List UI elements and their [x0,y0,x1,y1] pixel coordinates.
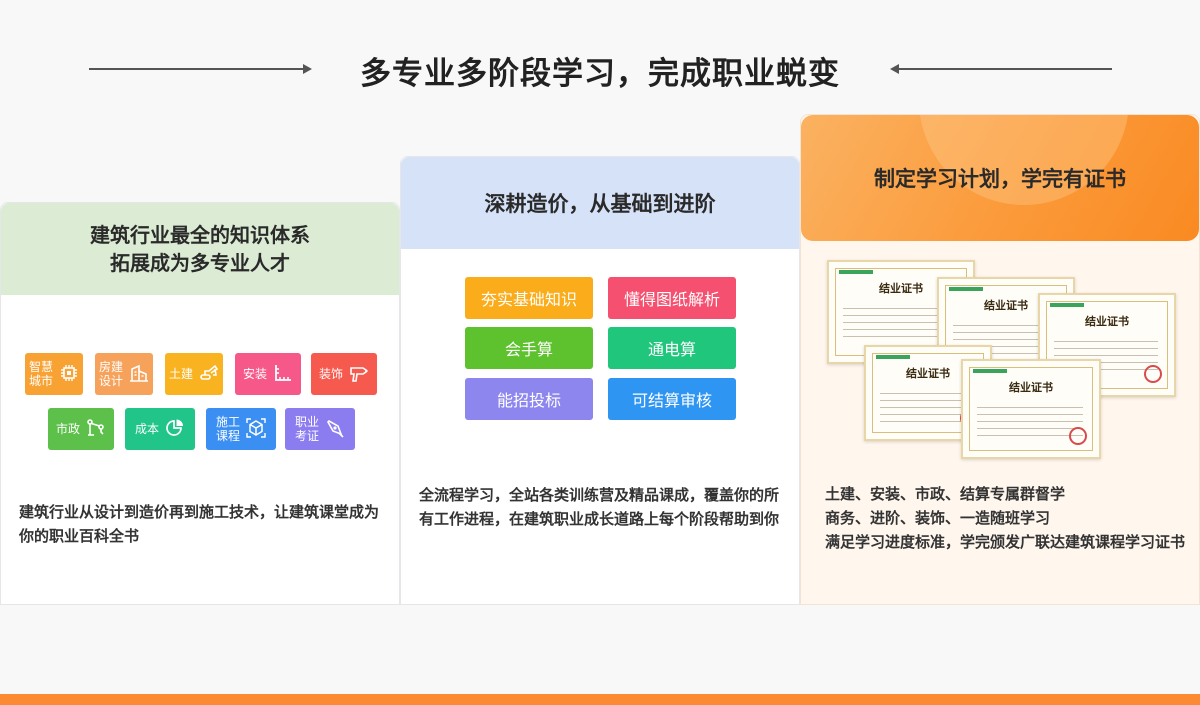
category-tag[interactable]: 智慧城市 [25,353,83,395]
pie-chart-icon [165,418,185,441]
category-tag[interactable]: 装饰 [311,353,377,395]
certificate-title: 结业证书 [984,299,1028,312]
category-tag-label: 安装 [242,367,267,381]
skill-pill[interactable]: 可结算审核 [608,378,736,420]
skill-pill[interactable]: 能招投标 [465,378,593,420]
skill-pill[interactable]: 夯实基础知识 [465,277,593,319]
chip-icon [59,363,79,386]
skill-pill[interactable]: 懂得图纸解析 [608,277,736,319]
panel-heading: 深耕造价，从基础到进阶 [401,157,799,249]
category-tag[interactable]: 安装 [235,353,301,395]
category-tag-label: 职业考证 [294,415,319,443]
panel-heading: 建筑行业最全的知识体系 拓展成为多专业人才 [1,203,399,295]
category-tag-label: 土建 [168,367,193,381]
certificate-title: 结业证书 [1085,315,1129,328]
category-tag-label: 成本 [134,422,159,436]
description-line-3: 满足学习进度标准，学完颁发广联达建筑课程学习证书 [825,533,1186,551]
panel-heading: 制定学习计划，学完有证书 [801,115,1199,241]
ruler-icon [273,363,293,386]
certificate-image: 结业证书 [961,359,1101,459]
page-title: 多专业多阶段学习，完成职业蜕变 [360,56,840,92]
building-icon [129,363,149,386]
category-tag[interactable]: 土建 [165,353,223,395]
seal-icon [1069,427,1087,445]
arrow-right-icon [89,64,312,74]
category-tag-label: 装饰 [318,367,343,381]
knowledge-system-panel: 建筑行业最全的知识体系 拓展成为多专业人才 智慧城市 房建设计 土建 安装 装饰市政 成本… [0,202,400,605]
heading-line-1: 建筑行业最全的知识体系 [90,223,310,247]
category-tag[interactable]: 成本 [125,408,195,450]
category-tag[interactable]: 市政 [48,408,114,450]
certificate-title: 结业证书 [879,282,923,295]
category-tag-label: 施工课程 [215,415,240,443]
category-tag[interactable]: 职业考证 [285,408,355,450]
skill-pill[interactable]: 通电算 [608,327,736,369]
panel-description: 建筑行业从设计到造价再到施工技术，让建筑课堂成为你的职业百科全书 [19,503,380,545]
crane-icon [86,418,106,441]
excavator-icon [199,363,219,386]
heading-line-2: 拓展成为多专业人才 [110,251,290,275]
panel-heading-text: 制定学习计划，学完有证书 [874,167,1126,191]
arrow-left-icon [890,64,1112,74]
paint-gun-icon [349,363,369,386]
cube-icon [246,417,266,441]
category-tag-label: 房建设计 [98,360,123,388]
panel-description: 全流程学习，全站各类训练营及精品课成，覆盖你的所有工作进程，在建筑职业成长道路上… [419,486,780,528]
category-tag[interactable]: 施工课程 [206,408,276,450]
panel-description: 土建、安装、市政、结算专属群督学 商务、进阶、装饰、一造随班学习 满足学习进度标… [825,482,1185,554]
certificate-title: 结业证书 [906,367,950,380]
description-line-2: 商务、进阶、装饰、一造随班学习 [825,509,1051,527]
page-header: 多专业多阶段学习，完成职业蜕变 [0,0,1200,140]
category-tag-label: 市政 [55,422,80,436]
category-tag-label: 智慧城市 [28,360,53,388]
seal-icon [1144,365,1162,383]
description-line-1: 土建、安装、市政、结算专属群督学 [825,485,1066,503]
category-tag[interactable]: 房建设计 [95,353,153,395]
certificate-panel: 制定学习计划，学完有证书 结业证书结业证书结业证书结业证书结业证书 土建、安装、… [800,114,1200,605]
pen-icon [325,418,345,441]
skill-pill[interactable]: 会手算 [465,327,593,369]
cost-learning-panel: 深耕造价，从基础到进阶 夯实基础知识懂得图纸解析会手算通电算能招投标可结算审核 … [400,156,800,605]
certificate-title: 结业证书 [1009,381,1053,394]
bottom-accent-bar [0,694,1200,705]
